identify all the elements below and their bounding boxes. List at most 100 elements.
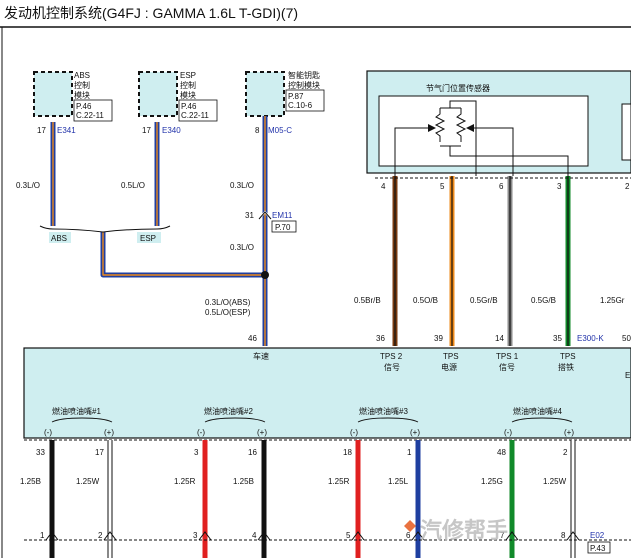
inj3-neg-wire: 1.25R bbox=[328, 477, 350, 486]
abs-wire-spec: 0.3L/O bbox=[16, 181, 40, 190]
watermark-logo-icon bbox=[404, 520, 416, 532]
wire-spec-gb: 0.5G/B bbox=[531, 296, 556, 305]
ecm-speed-label: 车速 bbox=[253, 351, 269, 361]
abs-connector: E341 bbox=[57, 126, 76, 135]
injector-2-neg: (-) bbox=[197, 428, 205, 437]
injector-1-name: 燃油喷油嘴#1 bbox=[52, 406, 101, 416]
inj2-neg-pin: 3 bbox=[194, 448, 199, 457]
em11-pin: 31 bbox=[245, 211, 254, 220]
esp-wire-spec: 0.5L/O bbox=[121, 181, 145, 190]
esp-pin: 17 bbox=[142, 126, 151, 135]
ecm-pin-36: 36 bbox=[376, 334, 385, 343]
inj1-neg-pin: 33 bbox=[36, 448, 45, 457]
bottom-ref: P.43 bbox=[590, 544, 606, 553]
injector-4-neg: (-) bbox=[504, 428, 512, 437]
inj4-pos-pin: 2 bbox=[563, 448, 568, 457]
ecm-pin-50: 50 bbox=[622, 334, 631, 343]
smart-key-connector: M05-C bbox=[268, 126, 292, 135]
injector-3-name: 燃油喷油嘴#3 bbox=[359, 406, 408, 416]
sensor-pin-2: 2 bbox=[625, 182, 630, 191]
inj3-pos-wire: 1.25L bbox=[388, 477, 409, 486]
abs-ref-page: P.46 bbox=[76, 102, 92, 111]
abs-module-name-2: 控制 bbox=[74, 80, 90, 90]
bottom-pin-2: 2 bbox=[98, 531, 103, 540]
injector-group-3: 燃油喷油嘴#3 (-) (+) bbox=[350, 406, 420, 437]
inj4-neg-pin: 48 bbox=[497, 448, 506, 457]
bottom-pin-7: 7 bbox=[500, 531, 505, 540]
bottom-pin-1: 1 bbox=[40, 531, 45, 540]
sensor-pin-3: 3 bbox=[557, 182, 562, 191]
smart-key-name-1: 智能钥匙 bbox=[288, 70, 320, 80]
injector-group-2: 燃油喷油嘴#2 (-) (+) bbox=[197, 406, 267, 437]
wire-spec-grb: 0.5Gr/B bbox=[470, 296, 498, 305]
watermark-text: 汽修帮手 bbox=[420, 518, 508, 543]
esp-module-name-1: ESP bbox=[180, 71, 196, 80]
esp-ref-page: P.46 bbox=[181, 102, 197, 111]
injector-2-name: 燃油喷油嘴#2 bbox=[204, 406, 253, 416]
inj1-pos-wire: 1.25W bbox=[76, 477, 100, 486]
merged-wire-abs: 0.3L/O(ABS) bbox=[205, 298, 251, 307]
ecm-speed-pin: 46 bbox=[248, 334, 257, 343]
inj4-pos-wire: 1.25W bbox=[543, 477, 567, 486]
e-label: E bbox=[625, 371, 630, 380]
inj2-pos-pin: 16 bbox=[248, 448, 257, 457]
smart-key-ref-cell: C.10-6 bbox=[288, 101, 313, 110]
esp-connector: E340 bbox=[162, 126, 181, 135]
sensor-wire-group bbox=[392, 176, 571, 346]
wire-spec-ob: 0.5O/B bbox=[413, 296, 438, 305]
bottom-connector: E02 bbox=[590, 531, 605, 540]
injector-3-neg: (-) bbox=[350, 428, 358, 437]
lo-wire-group bbox=[50, 116, 268, 346]
injector-4-pos: (+) bbox=[564, 428, 574, 437]
injector-4-name: 燃油喷油嘴#4 bbox=[513, 406, 562, 416]
sensor-pin-4: 4 bbox=[381, 182, 386, 191]
tps1-label-1: TPS 1 bbox=[496, 352, 519, 361]
splice-point bbox=[261, 271, 269, 279]
injector-wire-group bbox=[49, 440, 576, 558]
inj4-neg-wire: 1.25G bbox=[481, 477, 503, 486]
injector-2-pos: (+) bbox=[257, 428, 267, 437]
wire-spec-gr: 1.25Gr bbox=[600, 296, 625, 305]
throttle-position-sensor: 节气门位置传感器 bbox=[366, 70, 631, 176]
abs-label: ABS bbox=[51, 234, 67, 243]
esp-module: ESP 控制 模块 P.46 C.22-11 17 E340 0.5L/O ES… bbox=[121, 71, 218, 243]
injector-1-pos: (+) bbox=[104, 428, 114, 437]
tps-ground-label-2: 搭铁 bbox=[558, 362, 574, 372]
sensor-pin-5: 5 bbox=[440, 182, 445, 191]
watermark: 汽修帮手 bbox=[404, 518, 508, 543]
tps-power-label-2: 电源 bbox=[441, 362, 457, 372]
abs-ref-cell: C.22-11 bbox=[76, 111, 104, 120]
smart-key-wire-spec: 0.3L/O bbox=[230, 181, 254, 190]
abs-module: ABS 控制 模块 P.46 C.22-11 17 E341 0.3L/O AB… bbox=[16, 71, 113, 243]
smart-key-pin: 8 bbox=[255, 126, 260, 135]
abs-pin: 17 bbox=[37, 126, 46, 135]
inj2-neg-wire: 1.25R bbox=[174, 477, 196, 486]
injector-3-pos: (+) bbox=[410, 428, 420, 437]
smart-key-ref-page: P.87 bbox=[288, 92, 304, 101]
em11-ref: P.70 bbox=[275, 223, 291, 232]
inj1-neg-wire: 1.25B bbox=[20, 477, 41, 486]
merged-wire-esp: 0.5L/O(ESP) bbox=[205, 308, 251, 317]
tps-power-label-1: TPS bbox=[443, 352, 459, 361]
bottom-pin-8: 8 bbox=[561, 531, 566, 540]
injector-1-neg: (-) bbox=[44, 428, 52, 437]
ecm-connector: E300-K bbox=[577, 334, 604, 343]
tps1-label-2: 信号 bbox=[499, 362, 515, 372]
tps-ground-label-1: TPS bbox=[560, 352, 576, 361]
tps2-label-1: TPS 2 bbox=[380, 352, 403, 361]
bottom-pin-5: 5 bbox=[346, 531, 351, 540]
abs-module-name-1: ABS bbox=[74, 71, 90, 80]
esp-module-name-3: 模块 bbox=[180, 90, 196, 100]
ecm-pin-14: 14 bbox=[495, 334, 504, 343]
abs-module-name-3: 模块 bbox=[74, 90, 90, 100]
inj3-neg-pin: 18 bbox=[343, 448, 352, 457]
smart-key-module: 智能钥匙 控制模块 P.87 C.10-6 8 M05-C 0.3L/O bbox=[230, 70, 325, 190]
smart-key-name-2: 控制模块 bbox=[288, 80, 320, 90]
bottom-pin-4: 4 bbox=[252, 531, 257, 540]
ecm-pin-35: 35 bbox=[553, 334, 562, 343]
sensor-name: 节气门位置传感器 bbox=[426, 83, 490, 93]
esp-module-name-2: 控制 bbox=[180, 80, 196, 90]
esp-ref-cell: C.22-11 bbox=[181, 111, 209, 120]
